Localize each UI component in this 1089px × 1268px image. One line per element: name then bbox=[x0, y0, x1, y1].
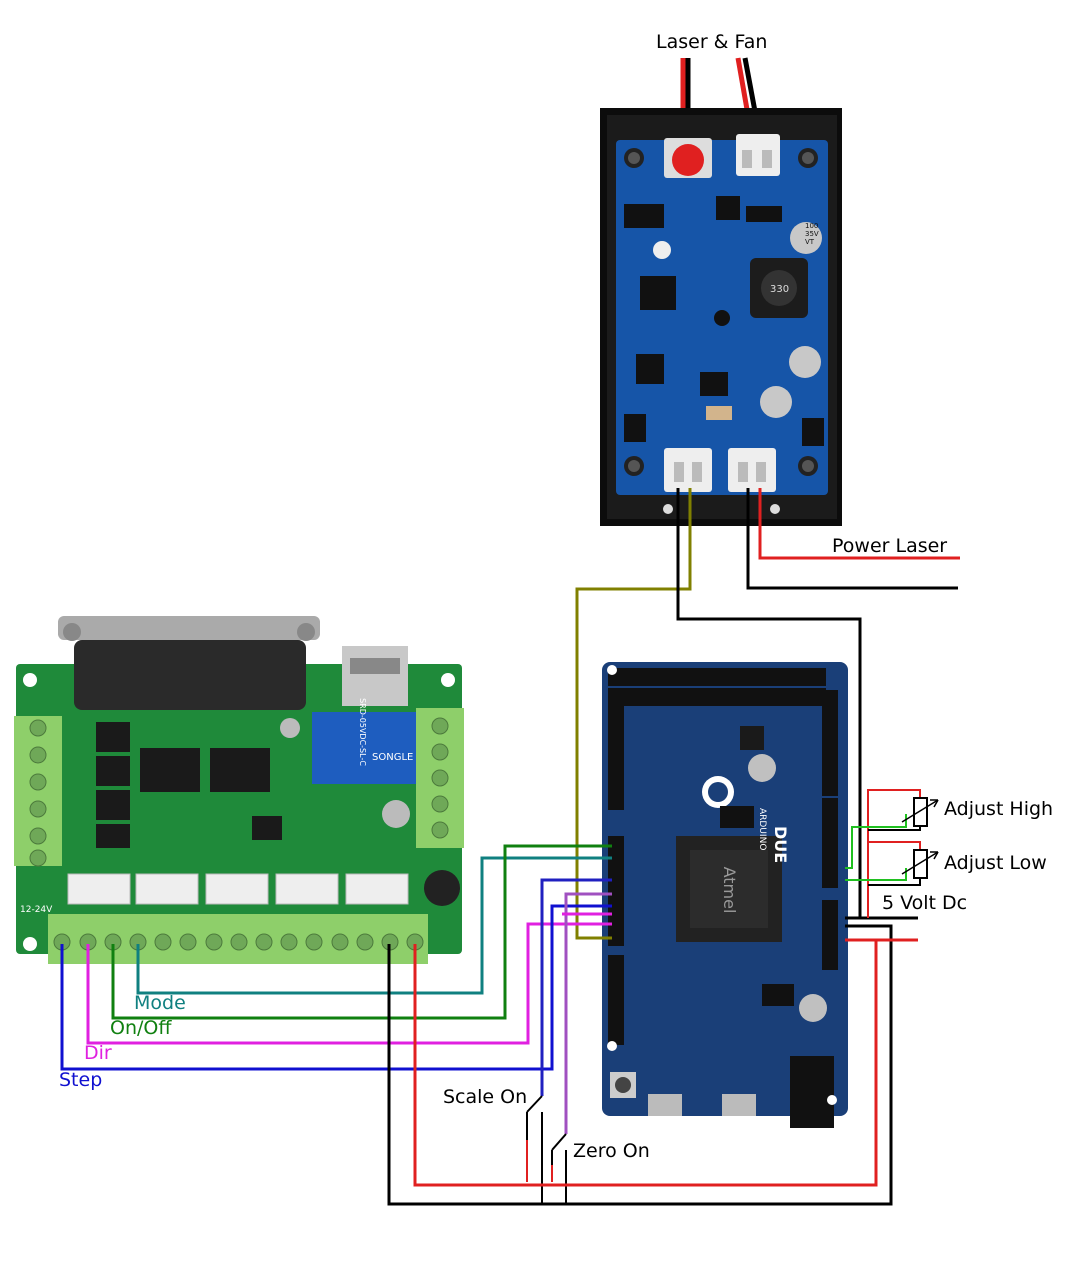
breakout-board: SRD-05VDC-SL-C SONGLE bbox=[14, 616, 464, 964]
laser-driver-module: 100 35V VT 330 bbox=[600, 57, 842, 526]
step-wire bbox=[60, 904, 612, 1071]
arduino-due-board: Atmel DUE ARDUINO bbox=[602, 662, 848, 1128]
dir-wire bbox=[86, 922, 612, 1045]
zero-on-label: Zero On bbox=[573, 1140, 650, 1162]
svg-text:12-24V: 12-24V bbox=[20, 905, 53, 915]
svg-text:DUE: DUE bbox=[771, 826, 790, 863]
power-laser-black-wire bbox=[746, 488, 958, 590]
svg-text:35V: 35V bbox=[805, 230, 819, 238]
dir-label: Dir bbox=[84, 1042, 112, 1064]
laser-fan-label: Laser & Fan bbox=[656, 31, 768, 53]
on-off-wire bbox=[111, 844, 612, 1020]
step-label: Step bbox=[59, 1069, 103, 1091]
adjust-low-potentiometer bbox=[901, 849, 939, 879]
zero-on-switch bbox=[551, 1133, 567, 1204]
svg-text:330: 330 bbox=[770, 284, 789, 295]
wires bbox=[60, 488, 960, 1206]
svg-text:SONGLE: SONGLE bbox=[372, 752, 413, 763]
adjust-low-label: Adjust Low bbox=[944, 852, 1047, 874]
black-gnd-bus bbox=[387, 924, 893, 1206]
zero-on-wire bbox=[564, 892, 612, 1134]
svg-text:VT: VT bbox=[805, 238, 815, 246]
power-laser-label: Power Laser bbox=[832, 535, 948, 557]
svg-text:Atmel: Atmel bbox=[720, 867, 739, 914]
on-off-label: On/Off bbox=[110, 1017, 172, 1039]
svg-text:ARDUINO: ARDUINO bbox=[757, 808, 767, 850]
scale-on-switch bbox=[526, 1095, 543, 1204]
adjust-high-label: Adjust High bbox=[944, 798, 1054, 820]
scale-on-label: Scale On bbox=[443, 1086, 528, 1108]
power-laser-red-wire bbox=[758, 488, 960, 560]
adjust-high-potentiometer bbox=[901, 797, 939, 827]
svg-text:100: 100 bbox=[805, 222, 818, 230]
mode-wire bbox=[136, 856, 612, 995]
mode-label: Mode bbox=[134, 992, 186, 1014]
svg-text:SRD-05VDC-SL-C: SRD-05VDC-SL-C bbox=[358, 698, 367, 766]
scale-on-wire bbox=[540, 878, 612, 1096]
five-volt-label: 5 Volt Dc bbox=[882, 892, 968, 914]
ttl-olive-wire bbox=[575, 488, 692, 940]
